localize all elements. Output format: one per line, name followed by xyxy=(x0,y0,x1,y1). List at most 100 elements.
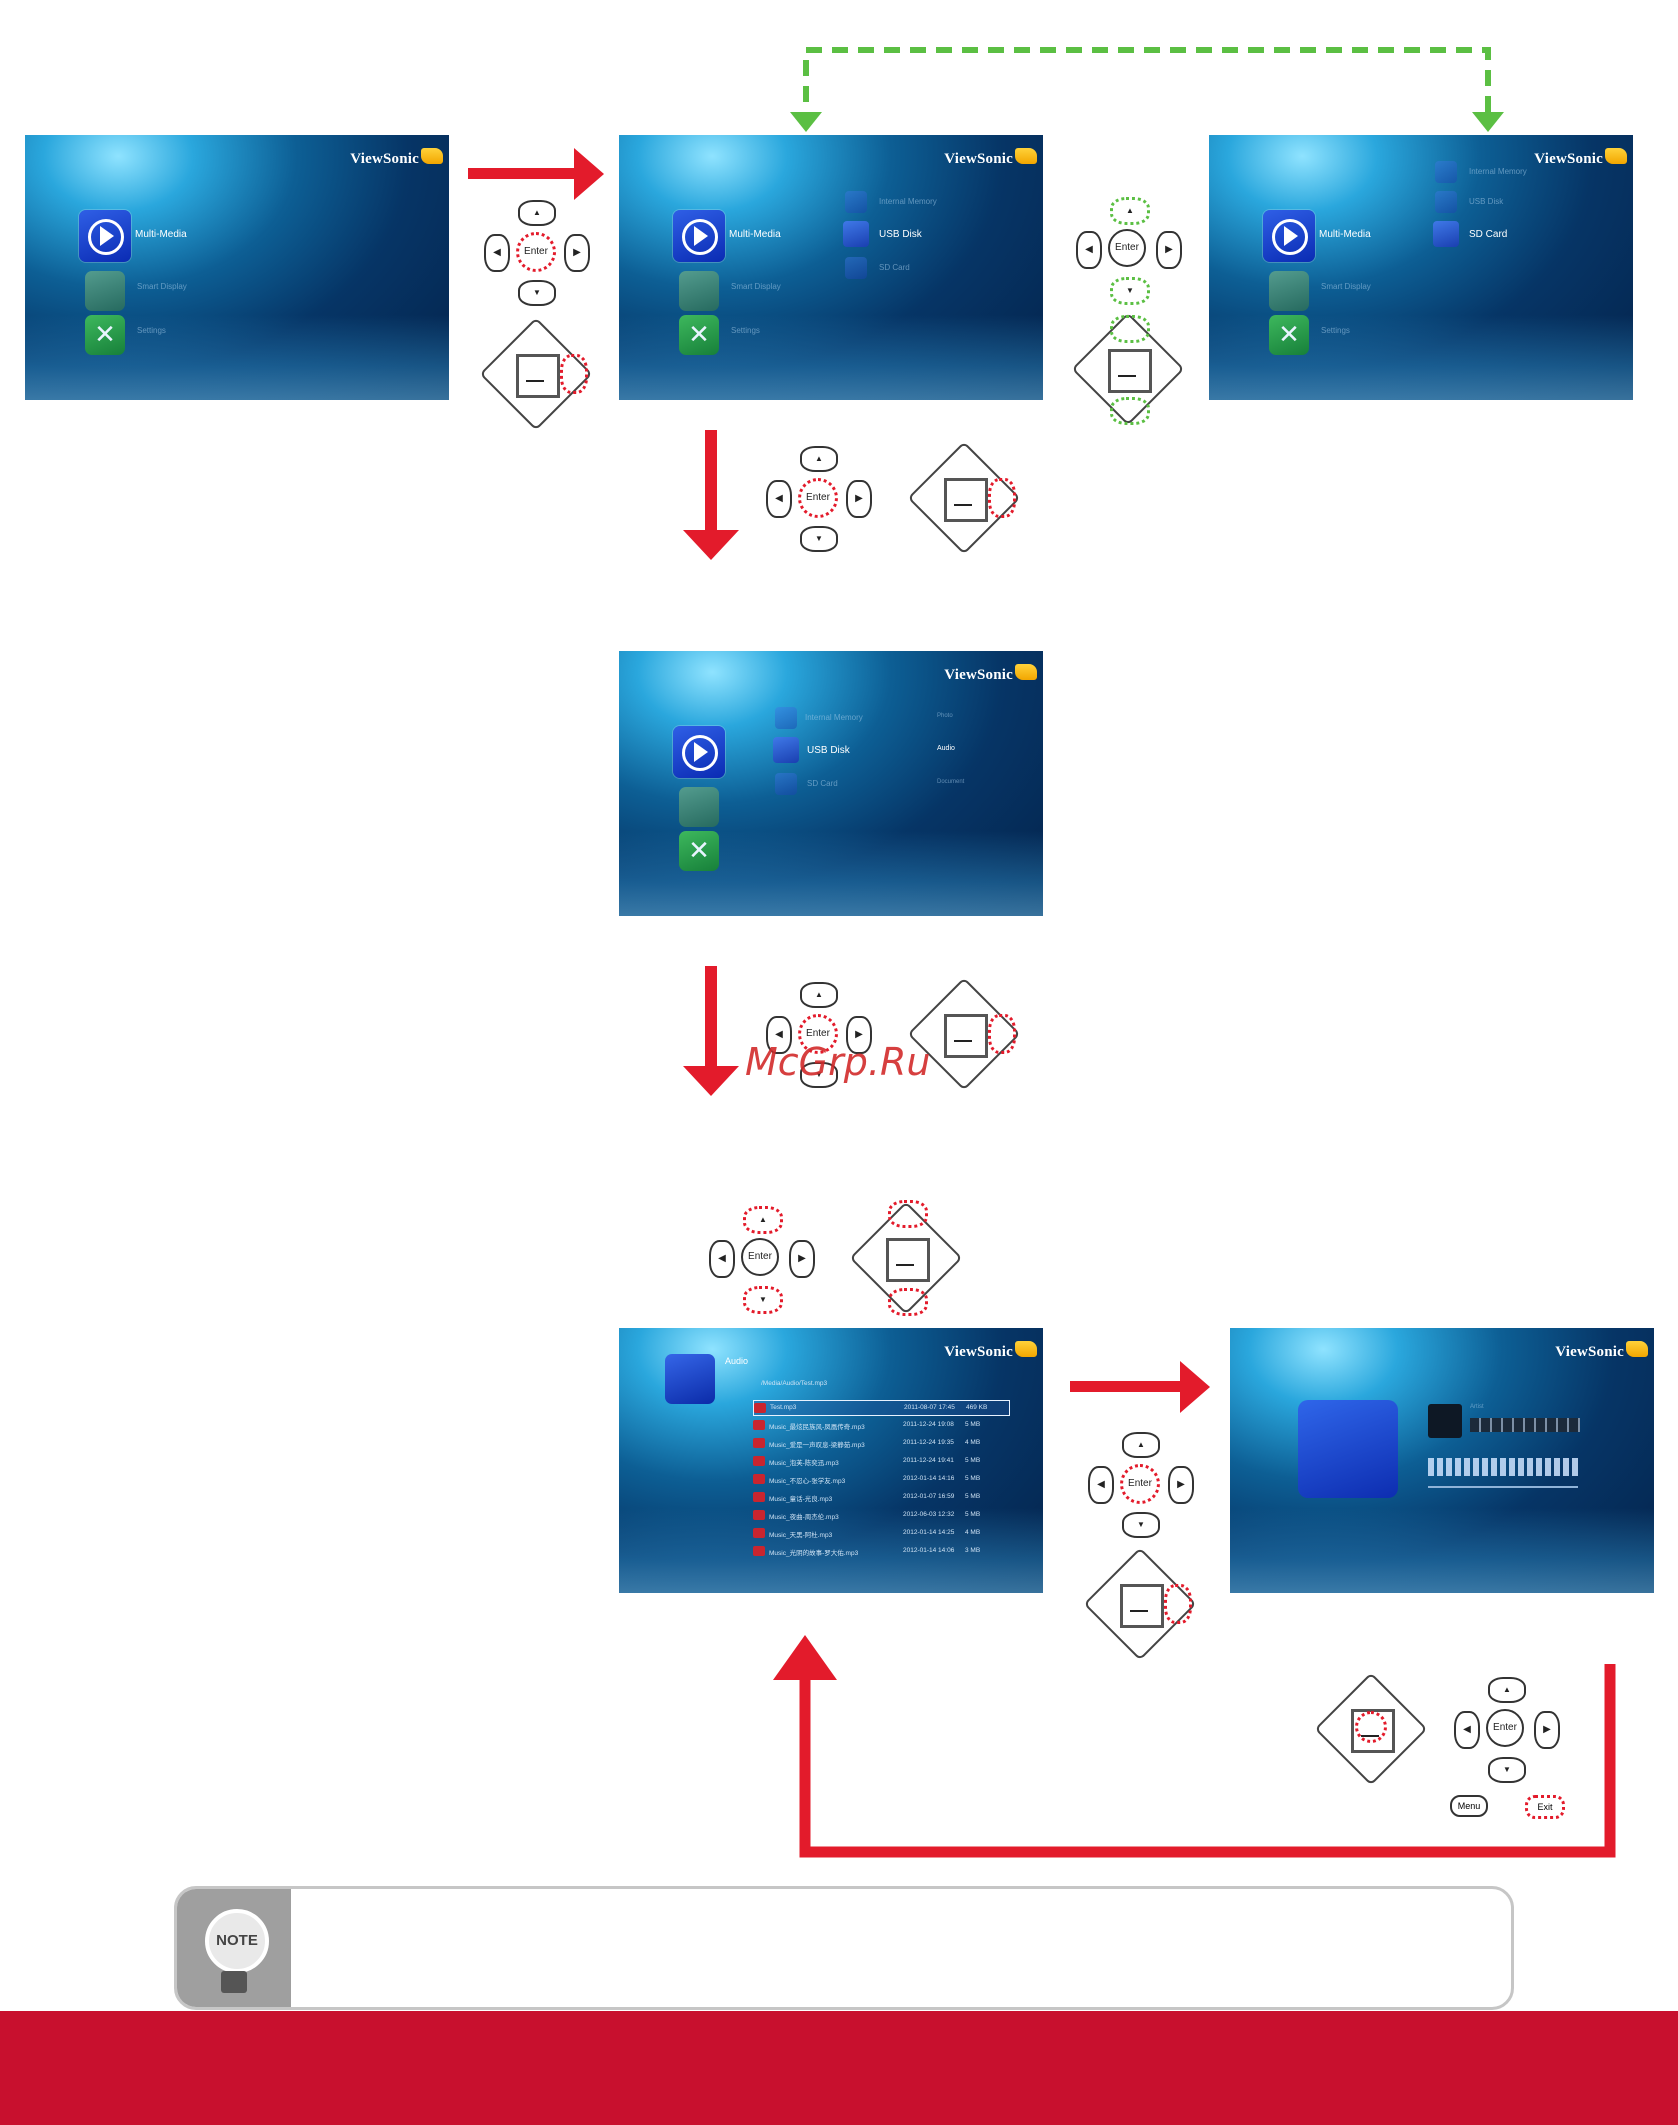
projector-keypad-green[interactable] xyxy=(1071,312,1185,426)
settings-icon[interactable] xyxy=(85,315,125,355)
projector-keypad-d[interactable] xyxy=(849,1200,963,1316)
remote-dpad-e[interactable]: ▲ ◀ Enter ▶ ▼ xyxy=(1084,1428,1194,1538)
left-key[interactable]: ◀ xyxy=(766,480,792,518)
right-key[interactable]: ▶ xyxy=(1156,231,1182,269)
usb-disk-icon[interactable] xyxy=(1435,191,1457,213)
keypad-center[interactable] xyxy=(1120,1584,1164,1628)
remote-dpad-b[interactable]: ▲ ◀ Enter ▶ ▼ xyxy=(762,442,872,552)
remote-dpad-f[interactable]: ▲ ◀ Enter ▶ ▼ xyxy=(1450,1673,1560,1783)
smart-display-icon[interactable] xyxy=(1269,271,1309,311)
right-key[interactable]: ▶ xyxy=(846,480,872,518)
multimedia-icon[interactable] xyxy=(673,210,725,262)
internal-memory-icon[interactable] xyxy=(1435,161,1457,183)
menu-smart-display-label[interactable]: Smart Display xyxy=(137,282,187,291)
down-key[interactable]: ▼ xyxy=(1122,1512,1160,1538)
right-key[interactable]: ▶ xyxy=(564,234,590,272)
type-photo-label[interactable]: Photo xyxy=(937,713,953,719)
down-key[interactable]: ▼ xyxy=(800,526,838,552)
enter-key[interactable]: Enter xyxy=(798,1014,838,1054)
down-key[interactable]: ▼ xyxy=(800,1062,838,1088)
remote-dpad-green[interactable]: ▲ ◀ Enter ▶ ▼ xyxy=(1072,193,1182,305)
enter-key[interactable]: Enter xyxy=(1486,1709,1524,1747)
progress-bar[interactable] xyxy=(1428,1486,1578,1488)
keypad-center[interactable] xyxy=(1108,349,1152,393)
settings-icon[interactable] xyxy=(679,315,719,355)
settings-icon[interactable] xyxy=(679,831,719,871)
projector-keypad-c[interactable] xyxy=(907,977,1021,1091)
usb-disk-icon[interactable] xyxy=(843,221,869,247)
multimedia-icon[interactable] xyxy=(79,210,131,262)
type-document-label[interactable]: Document xyxy=(937,779,965,785)
menu-settings-label[interactable]: Settings xyxy=(731,326,760,335)
left-key[interactable]: ◀ xyxy=(1454,1711,1480,1749)
left-key[interactable]: ◀ xyxy=(1088,1466,1114,1504)
up-key[interactable]: ▲ xyxy=(800,982,838,1008)
storage-internal-label[interactable]: Internal Memory xyxy=(1469,167,1527,176)
multimedia-icon[interactable] xyxy=(673,726,725,778)
menu-settings-label[interactable]: Settings xyxy=(137,326,166,335)
left-key[interactable]: ◀ xyxy=(484,234,510,272)
projector-keypad-f[interactable] xyxy=(1314,1672,1428,1786)
down-key[interactable]: ▼ xyxy=(1110,277,1150,305)
menu-multimedia-label[interactable]: Multi-Media xyxy=(135,229,187,240)
menu-button[interactable]: Menu xyxy=(1450,1795,1488,1817)
enter-key[interactable]: Enter xyxy=(1120,1464,1160,1504)
right-key[interactable]: ▶ xyxy=(789,1240,815,1278)
storage-sd-label[interactable]: SD Card xyxy=(807,779,838,788)
down-key[interactable]: ▼ xyxy=(743,1286,783,1314)
menu-multimedia-label[interactable]: Multi-Media xyxy=(1319,229,1371,240)
settings-icon[interactable] xyxy=(1269,315,1309,355)
storage-sd-label[interactable]: SD Card xyxy=(1469,229,1508,240)
multimedia-icon[interactable] xyxy=(1263,210,1315,262)
keypad-center[interactable] xyxy=(944,1014,988,1058)
up-key[interactable]: ▲ xyxy=(1110,197,1150,225)
left-key[interactable]: ◀ xyxy=(1076,231,1102,269)
sd-card-icon[interactable] xyxy=(775,773,797,795)
up-key[interactable]: ▲ xyxy=(1122,1432,1160,1458)
remote-dpad-a[interactable]: ▲ ◀ Enter ▶ ▼ xyxy=(480,196,590,306)
enter-key[interactable]: Enter xyxy=(1108,229,1146,267)
projector-keypad-b[interactable] xyxy=(907,441,1021,555)
storage-usb-label[interactable]: USB Disk xyxy=(879,229,922,240)
internal-memory-icon[interactable] xyxy=(775,707,797,729)
left-key[interactable]: ◀ xyxy=(766,1016,792,1054)
storage-usb-label[interactable]: USB Disk xyxy=(1469,197,1504,206)
up-key[interactable]: ▲ xyxy=(1488,1677,1526,1703)
up-key[interactable]: ▲ xyxy=(743,1206,783,1234)
sd-card-icon[interactable] xyxy=(845,257,867,279)
down-key[interactable]: ▼ xyxy=(1488,1757,1526,1783)
smart-display-icon[interactable] xyxy=(679,787,719,827)
projector-keypad-a[interactable] xyxy=(479,317,593,431)
type-audio-label[interactable]: Audio xyxy=(937,745,955,752)
right-key[interactable]: ▶ xyxy=(1534,1711,1560,1749)
smart-display-icon[interactable] xyxy=(85,271,125,311)
right-key[interactable]: ▶ xyxy=(1168,1466,1194,1504)
right-key[interactable]: ▶ xyxy=(846,1016,872,1054)
down-key[interactable]: ▼ xyxy=(518,280,556,306)
usb-disk-icon[interactable] xyxy=(773,737,799,763)
smart-display-icon[interactable] xyxy=(679,271,719,311)
exit-button[interactable]: Exit xyxy=(1525,1795,1565,1819)
storage-usb-label[interactable]: USB Disk xyxy=(807,745,850,756)
up-key[interactable]: ▲ xyxy=(518,200,556,226)
internal-memory-icon[interactable] xyxy=(845,191,867,213)
enter-key[interactable]: Enter xyxy=(741,1238,779,1276)
enter-key[interactable]: Enter xyxy=(798,478,838,518)
playback-controls[interactable] xyxy=(1470,1418,1580,1432)
left-key[interactable]: ◀ xyxy=(709,1240,735,1278)
remote-dpad-d[interactable]: ▲ ◀ Enter ▶ ▼ xyxy=(705,1202,815,1314)
menu-multimedia-label[interactable]: Multi-Media xyxy=(729,229,781,240)
projector-keypad-e[interactable] xyxy=(1083,1547,1197,1661)
enter-key[interactable]: Enter xyxy=(516,232,556,272)
remote-dpad-c[interactable]: ▲ ◀ Enter ▶ ▼ xyxy=(762,978,872,1088)
up-key[interactable]: ▲ xyxy=(800,446,838,472)
